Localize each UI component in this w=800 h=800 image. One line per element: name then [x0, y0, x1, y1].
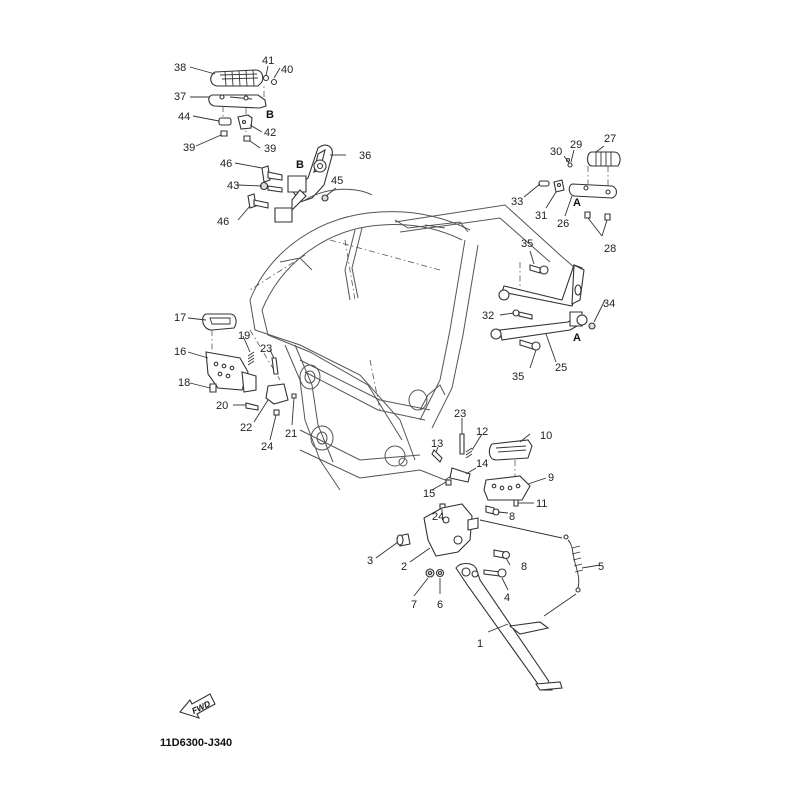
footrest-bracket-right [490, 262, 596, 351]
diagram-code: 11D6300-J340 [160, 737, 232, 749]
callout-37: 37 [174, 91, 186, 103]
fwd-arrow-icon: FWD [179, 693, 216, 719]
callout-16: 16 [174, 346, 186, 358]
callout-14: 14 [476, 458, 488, 470]
callout-19: 19 [238, 330, 250, 342]
callout-43: 43 [227, 180, 239, 192]
callout-31: 31 [535, 210, 547, 222]
callout-32: 32 [482, 310, 494, 322]
callout-leaders [187, 65, 608, 633]
callout-7: 7 [411, 599, 417, 611]
callout-15: 15 [423, 488, 435, 500]
ref-mark-a-upper: A [573, 197, 581, 209]
callout-36: 36 [359, 150, 371, 162]
callout-24b: 24 [432, 511, 444, 523]
callout-12: 12 [476, 426, 488, 438]
rider-footrest-right [431, 433, 533, 510]
callout-20: 20 [216, 400, 228, 412]
rider-footrest-left [202, 313, 297, 416]
callout-24a: 24 [261, 441, 273, 453]
callout-13: 13 [431, 438, 443, 450]
callout-33: 33 [511, 196, 523, 208]
fwd-label: FWD [190, 698, 212, 715]
callout-45: 45 [331, 175, 343, 187]
callout-35b: 35 [512, 371, 524, 383]
callout-8a: 8 [509, 511, 515, 523]
callout-27: 27 [604, 133, 616, 145]
callout-39b: 39 [264, 143, 276, 155]
main-frame [249, 204, 576, 491]
ref-mark-a-lower: A [573, 332, 581, 344]
callout-41: 41 [262, 55, 274, 67]
callout-38: 38 [174, 62, 186, 74]
callout-23a: 23 [260, 343, 272, 355]
callout-6: 6 [437, 599, 443, 611]
callout-46a: 46 [220, 158, 232, 170]
callout-46b: 46 [217, 216, 229, 228]
passenger-footrest-right [538, 151, 621, 221]
sidestand-assembly [396, 503, 584, 691]
callout-28: 28 [604, 243, 616, 255]
ref-mark-b-lower: B [296, 159, 304, 171]
reference-marks: A A B B [266, 109, 581, 344]
passenger-footrest-left [208, 69, 278, 142]
callout-21: 21 [285, 428, 297, 440]
callout-1: 1 [477, 638, 483, 650]
callout-29: 29 [570, 139, 582, 151]
callout-18: 18 [178, 377, 190, 389]
callout-4: 4 [504, 592, 510, 604]
ref-mark-b-upper: B [266, 109, 274, 121]
callout-10: 10 [540, 430, 552, 442]
callout-25: 25 [555, 362, 567, 374]
callout-44: 44 [178, 111, 190, 123]
callout-35a: 35 [521, 238, 533, 250]
callout-30: 30 [550, 146, 562, 158]
callout-39a: 39 [183, 142, 195, 154]
callout-3: 3 [367, 555, 373, 567]
callout-26: 26 [557, 218, 569, 230]
callout-2: 2 [401, 561, 407, 573]
callout-22: 22 [240, 422, 252, 434]
callout-8b: 8 [521, 561, 527, 573]
callout-labels: 38 41 40 37 44 42 39 39 46 43 46 36 45 3… [174, 55, 616, 650]
callout-23b: 23 [454, 408, 466, 420]
callout-5: 5 [598, 561, 604, 573]
callout-9: 9 [548, 472, 554, 484]
callout-40: 40 [281, 64, 293, 76]
callout-17: 17 [174, 312, 186, 324]
footrest-bracket-left [247, 144, 373, 223]
callout-11: 11 [536, 498, 547, 510]
callout-42: 42 [264, 127, 276, 139]
callout-34: 34 [603, 298, 615, 310]
